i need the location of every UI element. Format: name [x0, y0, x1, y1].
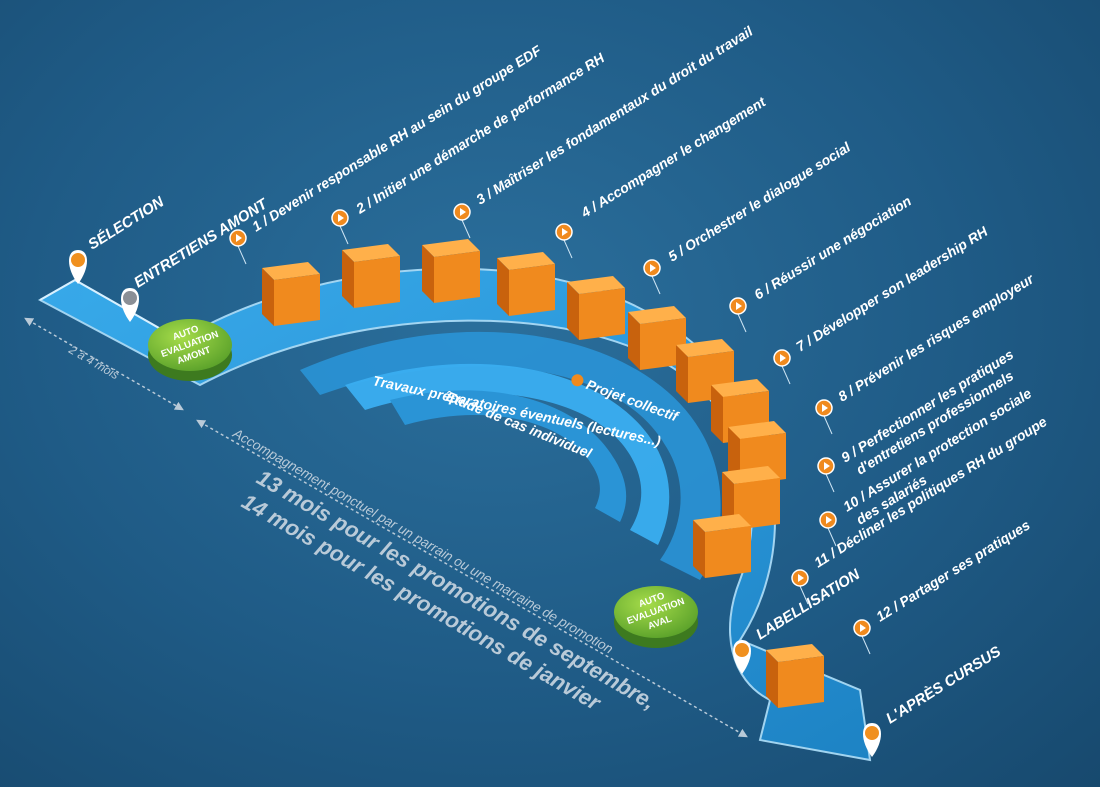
- module-cube-1: [262, 262, 320, 326]
- badge-aval: AUTO EVALUATION AVAL: [614, 586, 698, 648]
- module-cube-6: [628, 306, 686, 370]
- pin-selection-icon: [69, 250, 87, 284]
- module-label-1: 1 / Devenir responsable RH au sein du gr…: [249, 42, 544, 235]
- play-icon: [817, 457, 835, 493]
- duration-janvier: 14 mois pour les promotions de janvier: [238, 489, 606, 716]
- play-icon: [331, 209, 349, 245]
- pin-entretiens-icon: [121, 288, 139, 322]
- duration-accompagnement: Accompagnement ponctuel par un parrain o…: [230, 425, 616, 656]
- play-icon: [571, 374, 584, 387]
- module-cube-12: [766, 644, 824, 708]
- play-icon: [555, 223, 573, 259]
- module-cube-5: [567, 276, 625, 340]
- module-label-13: 11 / Décliner les politiques RH du group…: [811, 413, 1050, 570]
- module-cube-2: [342, 244, 400, 308]
- play-icon: [791, 569, 809, 605]
- play-icon: [729, 297, 747, 333]
- module-cube-3: [422, 239, 480, 303]
- pin-apres-icon: [863, 723, 881, 757]
- module-cube-11: [693, 514, 751, 578]
- play-icon: [229, 229, 247, 265]
- stage-selection: SÉLECTION: [85, 193, 168, 254]
- play-icon: [643, 259, 661, 295]
- module-label-7: 7 / Développer son leadership RH: [793, 223, 991, 355]
- play-icon: [815, 399, 833, 435]
- play-icon: [773, 349, 791, 385]
- stage-apres: L'APRÈS CURSUS: [883, 643, 1004, 727]
- badge-amont: AUTO EVALUATION AMONT: [148, 319, 232, 381]
- duration-short-text: 2 à 4 mois: [66, 342, 122, 382]
- module-label-14: 12 / Partager ses pratiques: [873, 516, 1033, 624]
- module-cube-4: [497, 252, 555, 316]
- play-icon: [453, 203, 471, 239]
- play-icon: [853, 619, 871, 655]
- play-icon: [819, 511, 837, 547]
